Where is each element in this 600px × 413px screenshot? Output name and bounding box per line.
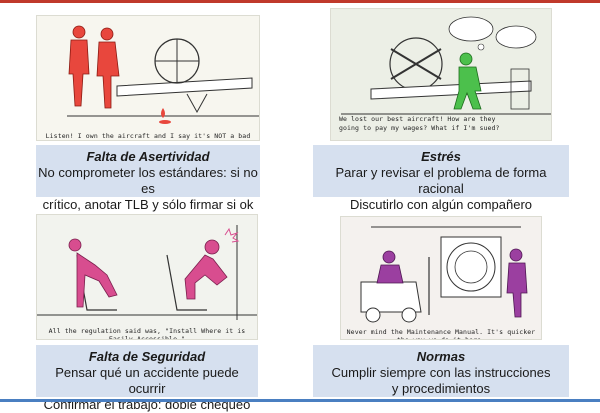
card-title: Estrés <box>421 149 461 164</box>
illustration-stress: We lost our best aircraft! How are they … <box>330 8 552 141</box>
illustration-safety: All the regulation said was, "Install Wh… <box>36 214 258 340</box>
caption-box: Normas Cumplir siempre con las instrucci… <box>313 345 569 397</box>
card-line-2: crítico, anotar TLB y sólo firmar si ok <box>42 197 254 212</box>
caption-box: Falta de Asertividad No comprometer los … <box>36 145 260 212</box>
cartoon-mechanic-worried <box>331 9 551 140</box>
illustration-rules: Never mind the Maintenance Manual. It's … <box>340 216 542 340</box>
card-line-1: No comprometer los estándares: si no es <box>38 165 258 196</box>
card-line-2: Discutirlo con algún compañero <box>349 197 533 212</box>
card-line-1: Pensar qué un accidente puede ocurrir <box>55 365 239 396</box>
caption-box: Estrés Parar y revisar el problema de fo… <box>313 145 569 212</box>
cartoon-mechanics-wing-leak <box>37 16 259 140</box>
card-title: Normas <box>416 349 466 364</box>
card-line-1: Parar y revisar el problema de forma rac… <box>335 165 547 196</box>
cartoon-seated-figures <box>37 215 257 339</box>
caption-box: Falta de Seguridad Pensar qué un acciden… <box>36 345 258 412</box>
card-title: Falta de Asertividad <box>86 149 210 164</box>
illustration-caption: Never mind the Maintenance Manual. It's … <box>346 328 536 340</box>
cartoon-forklift-engine <box>341 217 541 339</box>
illustration-caption: All the regulation said was, "Install Wh… <box>48 327 246 340</box>
illustration-caption-line-1: We lost our best aircraft! How are they <box>339 115 496 123</box>
illustration-caption: Listen! I own the aircraft and I say it'… <box>45 132 251 140</box>
card-line-1: Cumplir siempre con las instrucciones <box>331 365 551 380</box>
top-accent-rule <box>0 0 600 3</box>
illustration-caption-line-2: going to pay my wages? What if I'm sued? <box>339 124 500 132</box>
illustration-assertiveness: Listen! I own the aircraft and I say it'… <box>36 15 260 141</box>
card-line-2: y procedimientos <box>391 381 491 396</box>
bottom-accent-rule <box>0 399 600 402</box>
card-title: Falta de Seguridad <box>88 349 206 364</box>
